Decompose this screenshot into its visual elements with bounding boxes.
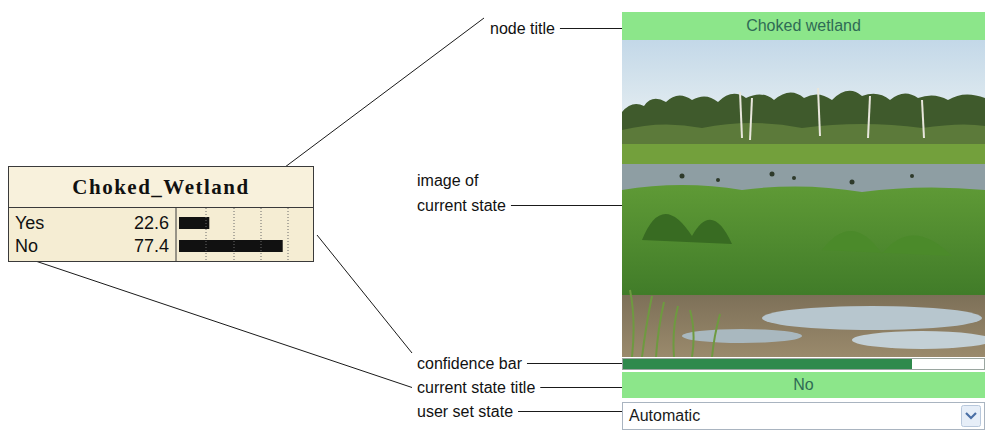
band-text: No [793,376,813,394]
callout-label: user set state [417,403,513,420]
node-title-row: Choked_Wetland [9,167,313,208]
callout-label-holder: user set state [417,402,513,422]
callout-label-holder: confidence bar [417,354,522,374]
column-divider [176,208,177,261]
grid-line [288,208,289,261]
state-dropdown: Automatic [622,402,985,430]
grid-line [234,208,235,261]
callout-label-holder: node title [490,19,555,39]
band-text: Choked wetland [746,17,861,35]
netica-node-box: Choked_WetlandYes 22.6No 77.4 [8,166,314,262]
leader-line [33,260,412,388]
grid-line [206,208,207,261]
callout-label: node title [490,20,555,37]
confidence-bar [622,358,985,370]
dropdown-arrow [961,405,981,427]
grid-line [261,208,262,261]
node-title-band: Choked wetland [622,12,985,40]
callout-label: confidence bar [417,355,522,372]
belief-bar [179,240,283,252]
belief-bar [179,217,209,229]
state-name: No [15,235,38,257]
state-percent: 77.4 [134,235,169,257]
dropdown-value: Automatic [629,407,700,425]
arrow-button [962,406,981,427]
callout-label: current state title [417,379,535,396]
callout-label-holder: image of current state [417,168,529,218]
state-percent: 22.6 [134,212,169,234]
leader-line [256,18,484,189]
callout-label: image of current state [417,172,506,214]
node-title: Choked_Wetland [72,175,249,200]
chevron [966,413,976,418]
leader-line [518,411,625,412]
leader-line [317,235,412,353]
callout-label-holder: current state title [417,378,535,398]
state-name: Yes [15,212,44,234]
wetland-photo [622,40,985,357]
state-title-band: No [622,372,985,398]
